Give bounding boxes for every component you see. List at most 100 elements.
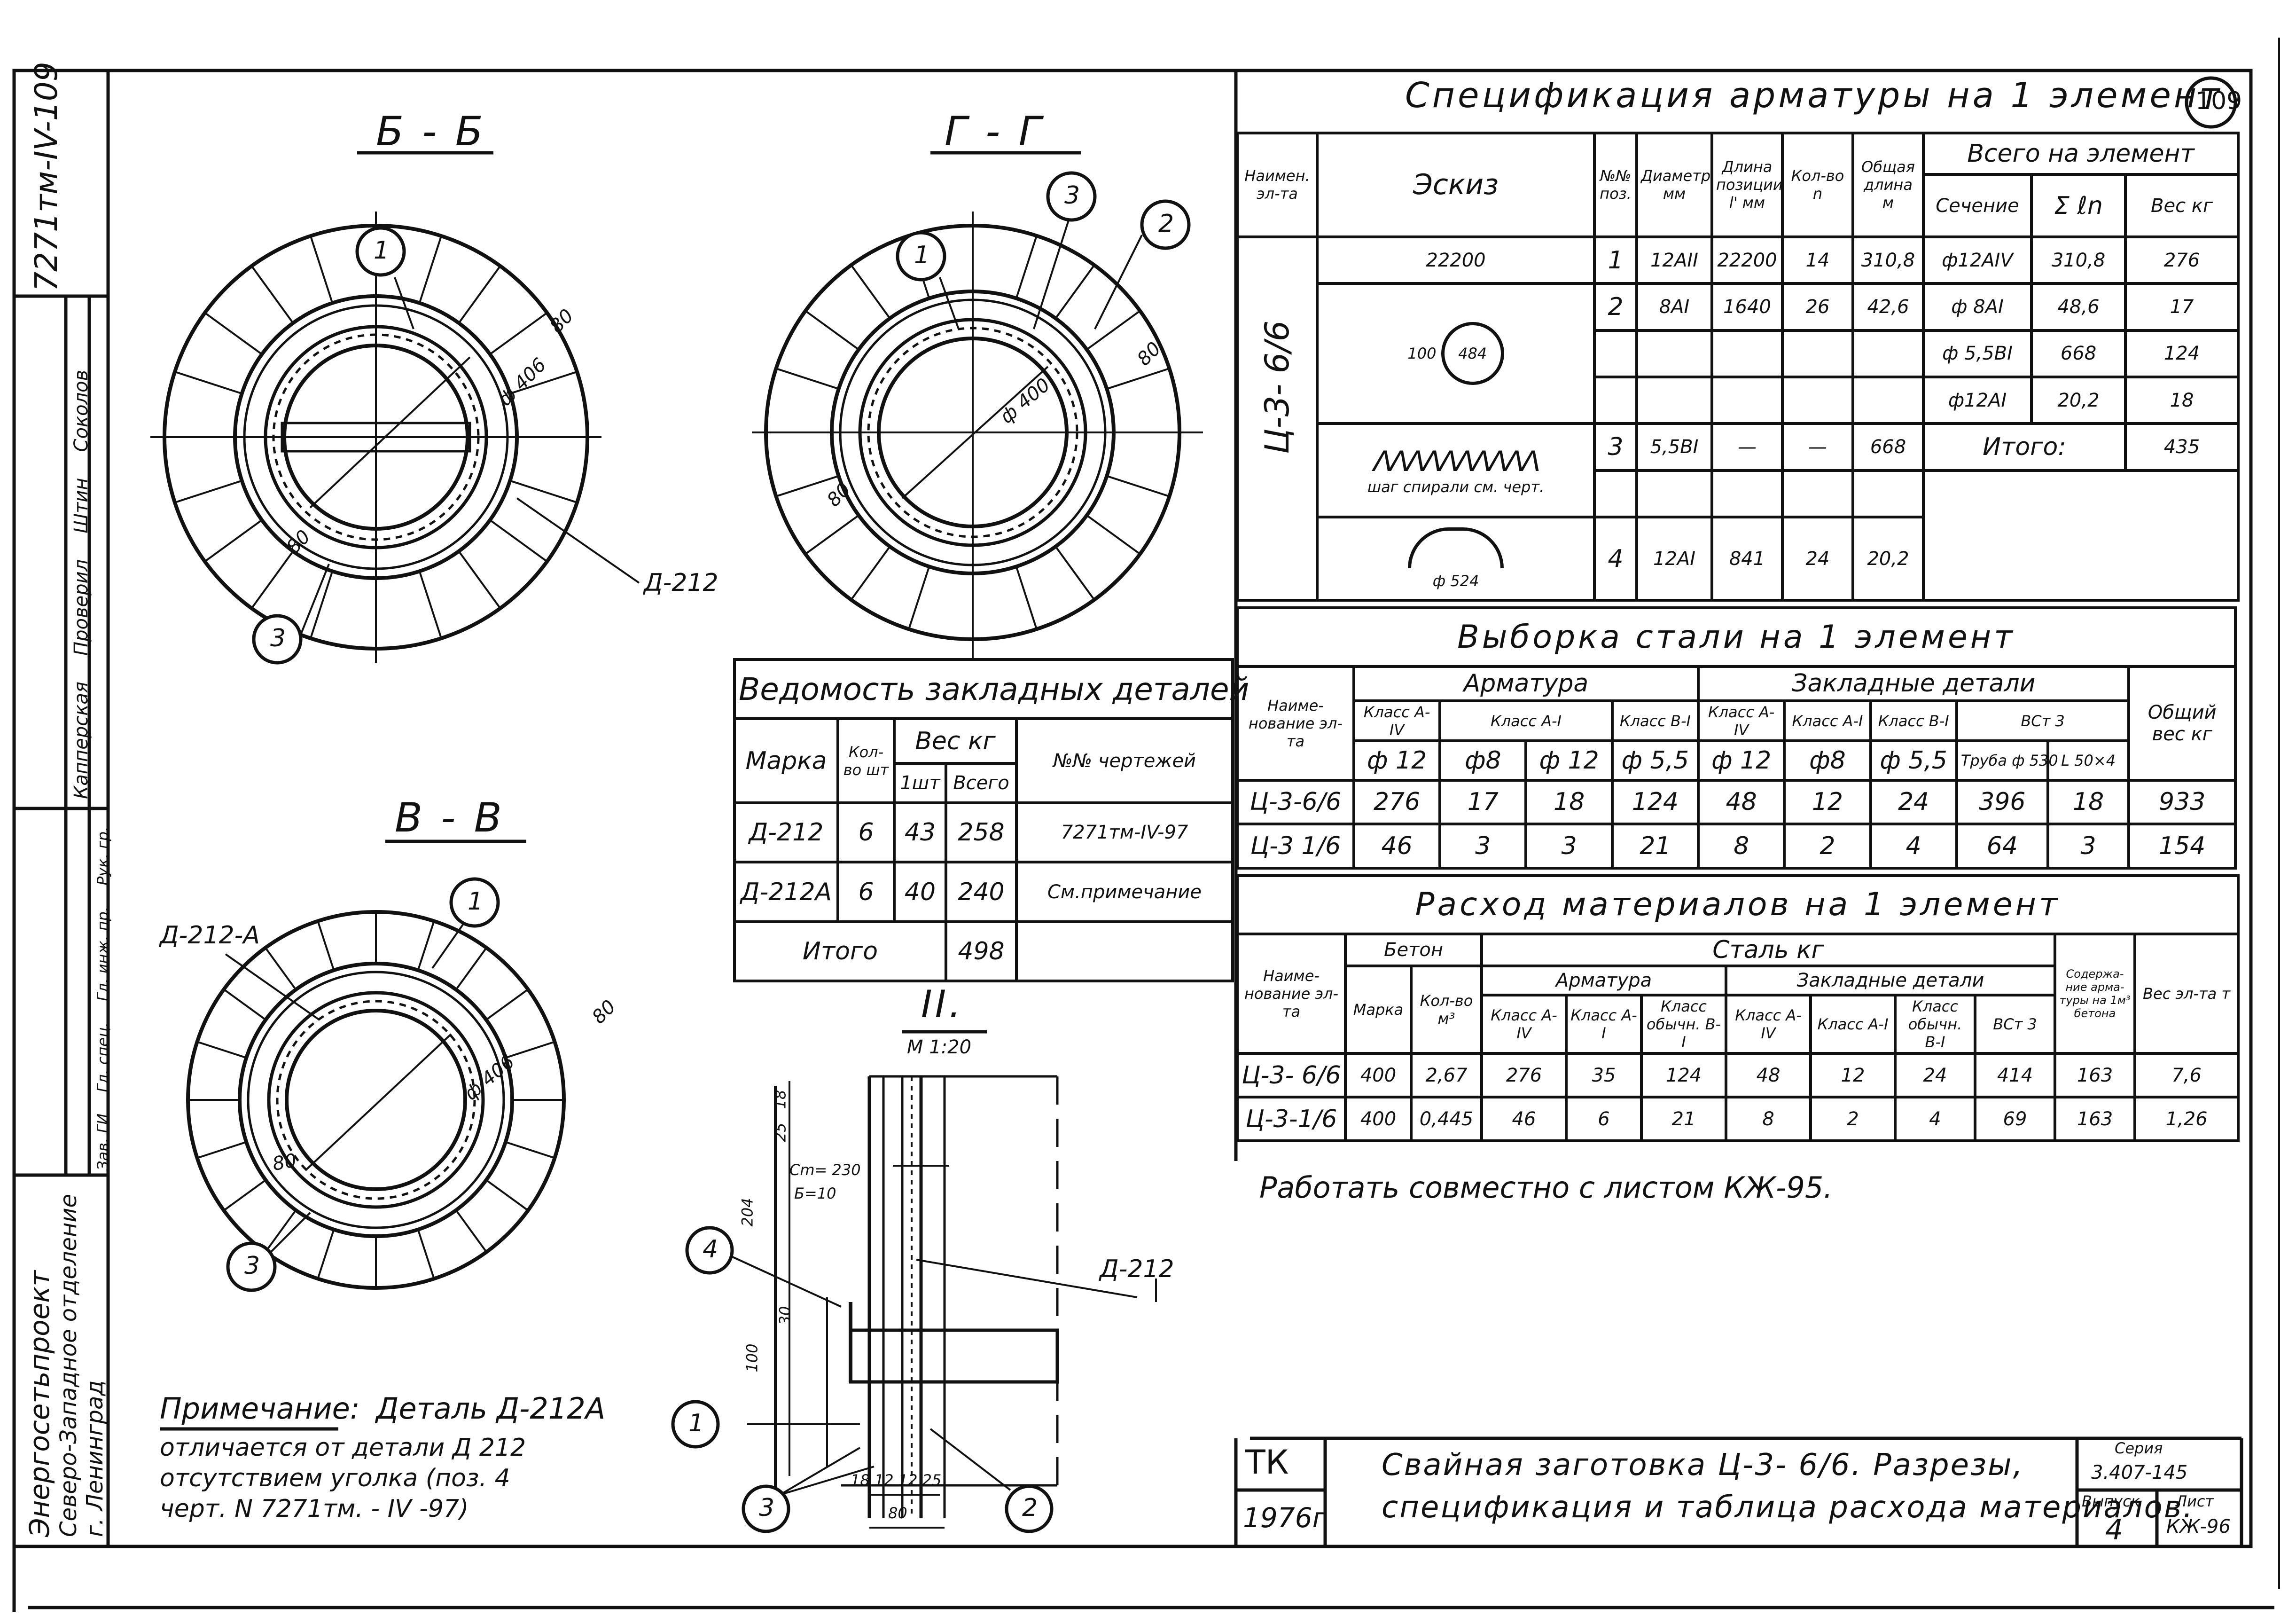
label-bottom-dim-2: 12 (874, 1471, 894, 1489)
spec-r2-pos: 2 (1593, 282, 1638, 332)
halfring-sketch-icon (1408, 527, 1504, 569)
consumption-row1-v3: 276 (1480, 1052, 1568, 1098)
spec-t1-section: ф12АIV (1922, 235, 2033, 285)
balloon-gg-1: 1 (914, 241, 930, 269)
side-stamp-code: 7271тм-IV-109 (28, 62, 64, 291)
section-radial-tick (1054, 546, 1095, 601)
spec-blank-b1 (1593, 376, 1638, 425)
embedded-itogo-blank (1015, 920, 1234, 983)
label-bottom-dim-4: 25 (922, 1471, 942, 1489)
selection-row1-v5: 48 (1697, 778, 1786, 826)
spec-blank-c6 (1921, 469, 2240, 602)
consumption-row2-v3: 46 (1480, 1096, 1568, 1142)
consumption-row1-v8: 24 (1894, 1052, 1976, 1098)
section-radial-tick (223, 1179, 266, 1211)
label-bottom-dims: 18 12 12 25 (851, 1471, 941, 1489)
spec-blank-c1 (1593, 469, 1638, 519)
spec-element-cell: Ц-3- 6/6 (1236, 235, 1319, 602)
selection-row1-total: 933 (2127, 778, 2237, 826)
selection-row1-v4: 124 (1610, 778, 1700, 826)
selection-class-2: Класс А-I (1438, 699, 1614, 743)
label-bottom-dim-1: 18 (851, 1471, 870, 1489)
label-bottom-dim-80: 80 (888, 1504, 907, 1522)
section-gg-drawing (752, 212, 1203, 658)
label-d212-detail: Д-212 (1100, 1255, 1174, 1283)
section-gg-title: Г - Г (945, 108, 1044, 155)
spec-r3-len: — (1710, 422, 1784, 472)
section-radial-tick (1086, 310, 1141, 351)
label-b10: Б=10 (794, 1185, 836, 1202)
spec-r3-total: 668 (1851, 422, 1925, 472)
selection-row2-name: Ц-3 1/6 (1236, 823, 1355, 870)
consumption-row1-v9: 414 (1974, 1052, 2056, 1098)
spec-blank-b2 (1635, 376, 1713, 425)
side-stamp-name-2: Проверил (70, 559, 92, 656)
embedded-row2-drawing: См.примечание (1015, 861, 1234, 923)
spec-r4-pos: 4 (1593, 516, 1638, 602)
embedded-row1-all: 258 (945, 801, 1018, 864)
selection-row2-v2: 3 (1438, 823, 1528, 870)
consumption-row2-v1: 400 (1344, 1096, 1413, 1142)
section-radial-tick (850, 264, 891, 319)
consumption-title: Расход материалов на 1 элемент (1235, 874, 2240, 935)
selection-class-3: Класс В-I (1610, 699, 1700, 743)
spiral-sketch-icon: ΛΛΛΛΛΛΛΛΛΛ (1373, 445, 1541, 478)
spec-itogo-label: Итого: (1922, 422, 2127, 472)
section-radial-tick (505, 1041, 555, 1059)
spec-t3-weight: 124 (2124, 329, 2240, 379)
consumption-emb-class-2: Класс А-I (1809, 994, 1897, 1055)
consumption-h-beton: Бетон (1344, 932, 1483, 968)
label-d212-bb: Д-212 (644, 569, 718, 597)
titleblock-frame (1234, 1438, 2243, 1546)
consumption-row2-v11: 1,26 (2133, 1096, 2240, 1142)
detail-ii-drawing (774, 1075, 1138, 1529)
side-stamp-people: Капперская Проверил Штин Соколов (70, 306, 92, 799)
section-radial-tick (458, 550, 501, 609)
spec-table: Наимен. эл-та Эскиз №№ поз. Диаметр мм Д… (1236, 131, 2240, 602)
spec-h-qty: Кол-во n (1781, 132, 1854, 238)
consumption-h-arm: Арматура (1480, 965, 1727, 997)
sheet-number-circle (2185, 76, 2237, 129)
position-balloons (226, 171, 1191, 1533)
consumption-row2-v9: 69 (1974, 1096, 2056, 1142)
spec-sketch-4-label: ф 524 (1432, 572, 1479, 590)
consumption-h-name: Наиме-нование эл-та (1236, 932, 1347, 1055)
spec-sketch-2: 100 484 (1316, 282, 1596, 425)
spec-h-weight: Вес кг (2124, 173, 2240, 238)
titleblock-sheet-label: Лист (2176, 1492, 2214, 1510)
spec-sketch-1-label: 22200 (1426, 249, 1486, 271)
selection-diam-1: ф 12 (1352, 739, 1442, 782)
embedded-row2-all: 240 (945, 861, 1018, 923)
selection-class-4: Класс А-IV (1697, 699, 1786, 743)
spec-t2-sum: 48,6 (2030, 282, 2127, 332)
section-radial-tick (174, 371, 242, 395)
consumption-h-steel: Сталь кг (1480, 932, 2056, 968)
balloon-detail-4: 4 (703, 1235, 718, 1263)
consumption-row1-name: Ц-3- 6/6 (1236, 1052, 1347, 1098)
balloon-detail-1: 1 (688, 1409, 704, 1437)
label-dim-100: 100 (743, 1343, 761, 1373)
selection-row2-v3: 3 (1524, 823, 1614, 870)
section-radial-tick (317, 920, 335, 971)
balloon-detail-3: 3 (759, 1494, 775, 1522)
balloon-gg-2: 2 (1158, 210, 1174, 238)
spec-blank-a1 (1593, 329, 1638, 379)
spec-itogo-value: 435 (2124, 422, 2240, 472)
label-cm: Cm= 230 (789, 1161, 861, 1179)
spec-blank-a2 (1635, 329, 1713, 379)
spec-blank-c3 (1710, 469, 1784, 519)
embedded-row1-one: 43 (893, 801, 947, 864)
section-radial-tick (196, 1041, 247, 1059)
section-bb-drawing (150, 212, 601, 663)
consumption-h-weight: Вес эл-та т (2133, 932, 2240, 1055)
spec-t1-weight: 276 (2124, 235, 2240, 285)
note-line-1: Деталь Д-212А (376, 1391, 606, 1426)
section-radial-tick (850, 546, 891, 601)
spec-h-sum: Σ ℓn (2030, 173, 2127, 238)
spec-blank-a4 (1781, 329, 1854, 379)
spec-r1-pos: 1 (1593, 235, 1638, 285)
spec-sketch-3-label: шаг спирали см. черт. (1367, 478, 1545, 496)
leader-lines (225, 211, 1157, 1496)
consumption-emb-class-3: Класс обычн. В-I (1894, 994, 1976, 1055)
section-radial-tick (174, 479, 242, 503)
